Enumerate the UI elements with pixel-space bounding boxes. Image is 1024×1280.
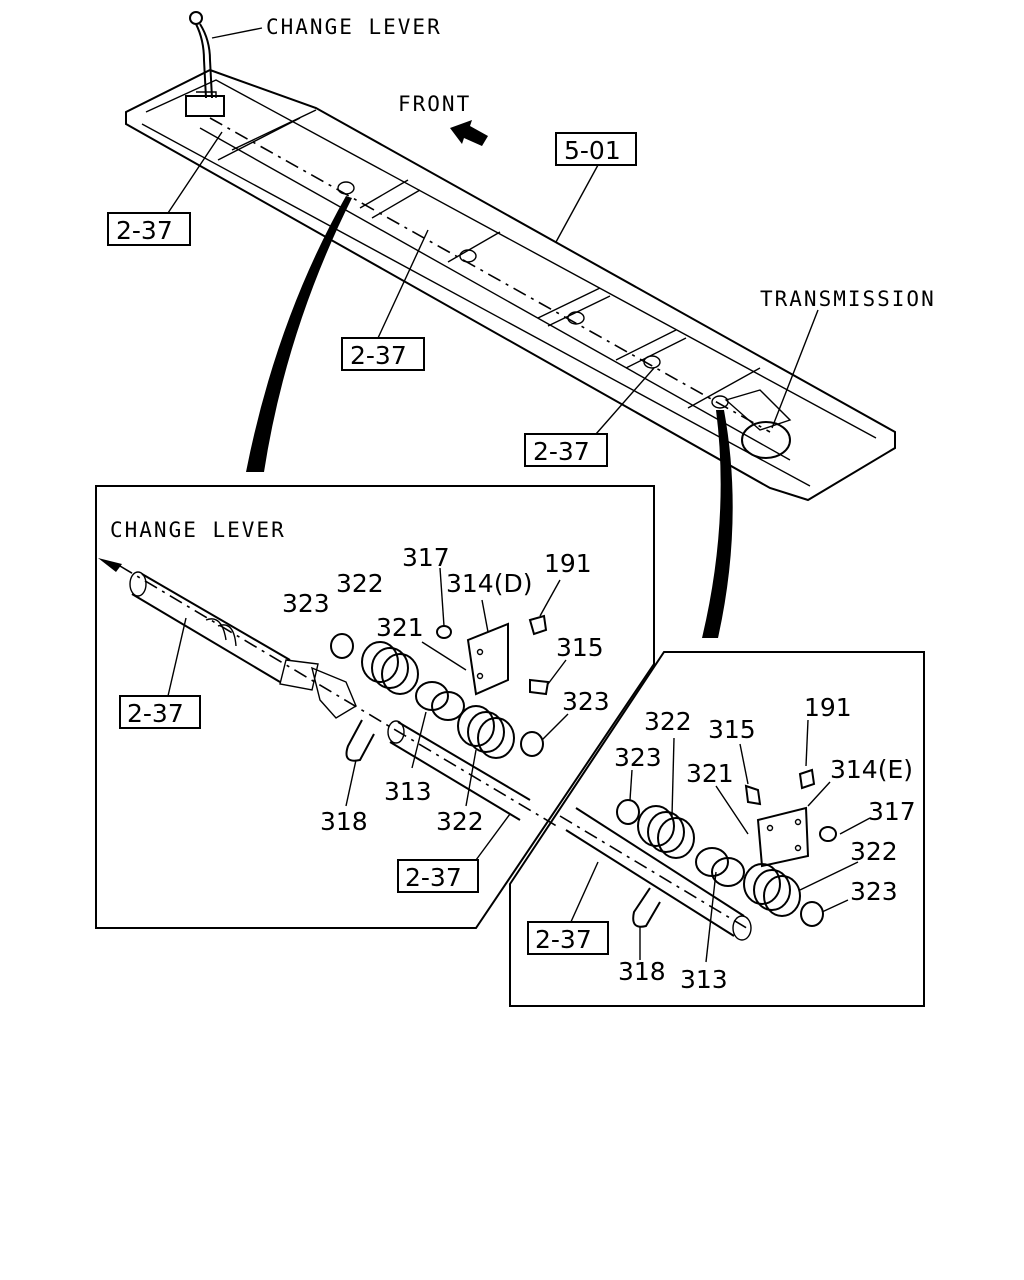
vehicle-frame-drawing xyxy=(125,11,896,502)
svg-text:2-37: 2-37 xyxy=(533,437,590,466)
svg-text:2-37: 2-37 xyxy=(535,925,592,954)
ref-box-2-37-a: 2-37 xyxy=(107,131,223,246)
label-314e: 314(E) xyxy=(830,755,913,784)
ref-box-2-37-c: 2-37 xyxy=(524,367,655,467)
label-317: 317 xyxy=(402,543,450,572)
ref-box-2-37-d: 2-37 xyxy=(119,695,201,729)
label-313-right: 313 xyxy=(680,965,728,994)
label-323-lower: 323 xyxy=(562,687,610,716)
svg-text:2-37: 2-37 xyxy=(350,341,407,370)
right-inset: 191 322 315 323 321 314(E) 317 322 323 3… xyxy=(509,651,925,1007)
svg-text:2-37: 2-37 xyxy=(127,699,184,728)
ref-box-5-01: 5-01 xyxy=(555,132,637,243)
label-315: 315 xyxy=(556,633,604,662)
label-322-lower: 322 xyxy=(436,807,484,836)
label-322-lower-right: 322 xyxy=(850,837,898,866)
inset-change-lever-label: CHANGE LEVER xyxy=(110,518,286,542)
ref-box-2-37-b: 2-37 xyxy=(341,229,429,371)
ref-box-2-37-e: 2-37 xyxy=(397,859,479,893)
svg-text:2-37: 2-37 xyxy=(116,216,173,245)
label-322-upper-right: 322 xyxy=(644,707,692,736)
label-321: 321 xyxy=(376,613,424,642)
ref-box-2-37-f: 2-37 xyxy=(527,921,609,955)
label-315-right: 315 xyxy=(708,715,756,744)
label-321-right: 321 xyxy=(686,759,734,788)
label-317-right: 317 xyxy=(868,797,916,826)
change-lever-label: CHANGE LEVER xyxy=(266,15,442,39)
transmission-label: TRANSMISSION xyxy=(760,287,936,311)
label-323-upper-right: 323 xyxy=(614,743,662,772)
label-313: 313 xyxy=(384,777,432,806)
svg-text:2-37: 2-37 xyxy=(405,863,462,892)
left-inset: CHANGE LEVER xyxy=(95,485,655,929)
front-label: FRONT xyxy=(398,92,471,116)
svg-text:5-01: 5-01 xyxy=(564,136,621,165)
label-323-upper: 323 xyxy=(282,589,330,618)
label-322-upper: 322 xyxy=(336,569,384,598)
label-318-right: 318 xyxy=(618,957,666,986)
label-314d: 314(D) xyxy=(446,569,532,598)
label-323-lower-right: 323 xyxy=(850,877,898,906)
label-191: 191 xyxy=(544,549,592,578)
label-318: 318 xyxy=(320,807,368,836)
label-191-right: 191 xyxy=(804,693,852,722)
